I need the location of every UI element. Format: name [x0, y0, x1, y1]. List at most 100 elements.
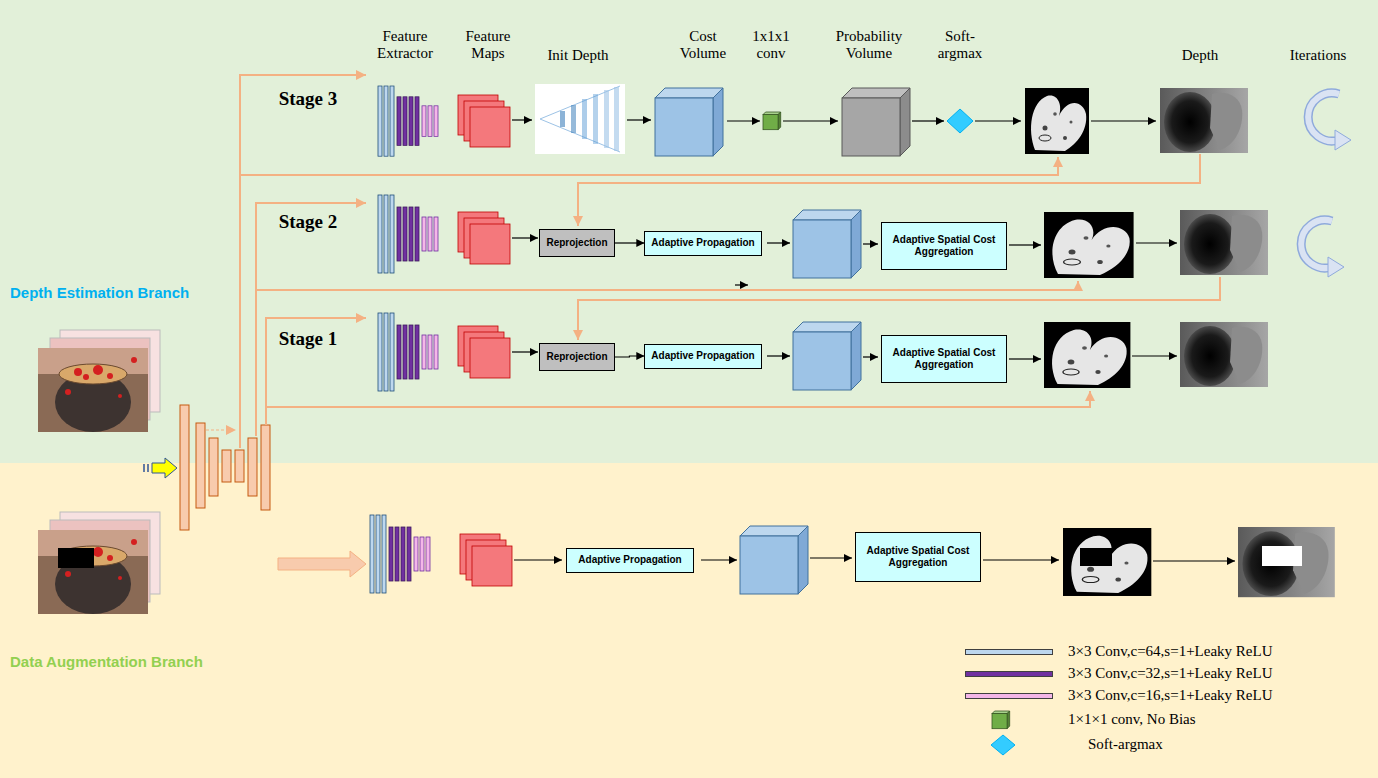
feature-extractor: [378, 195, 438, 273]
column-header: Feature Maps: [466, 28, 511, 61]
confidence-image: [1044, 212, 1134, 278]
input-images: [38, 512, 160, 614]
flow-arrow: [810, 557, 852, 558]
column-header: 1x1x1 conv: [746, 28, 796, 62]
flow-line: [266, 391, 1090, 407]
feature-maps: [460, 534, 512, 586]
column-header: Cost Volume: [680, 28, 726, 61]
flow-connector: [615, 356, 645, 357]
propagation-box: Adaptive Propagation: [644, 231, 761, 256]
stage-label: Stage 1: [263, 328, 353, 350]
flow-line: [256, 281, 1078, 290]
flow-arrow: [701, 559, 737, 560]
column-header: Depth: [1182, 47, 1219, 63]
box-label: Adaptive Propagation: [651, 350, 754, 362]
input-arrow: [152, 458, 177, 478]
stage-label: Stage 3: [279, 88, 338, 109]
flow-arrow: [627, 119, 651, 120]
column-header: Feature Extractor: [365, 28, 445, 62]
column-header: Init Depth: [533, 47, 623, 64]
legend-diamond-sample: [991, 735, 1015, 755]
flow-arrow: [1009, 358, 1041, 359]
stage-label: Stage 2: [263, 211, 353, 233]
branch-title: Depth Estimation Branch: [10, 284, 189, 301]
propagation-box: Adaptive Propagation: [644, 344, 761, 369]
branch-ground: [0, 0, 1378, 463]
decoder-layer: [248, 438, 257, 496]
occlusion-mask: [1262, 546, 1302, 566]
branch-ground: [0, 463, 1378, 778]
legend-text: 1×1×1 conv, No Bias: [1068, 711, 1196, 727]
flow-arrow: [1009, 244, 1041, 245]
feature-maps: [458, 212, 510, 264]
aggregation-box: Adaptive Spatial Cost Aggregation: [855, 532, 981, 582]
column-header: Soft-argmax: [933, 28, 987, 62]
flow-arrow: [767, 355, 790, 356]
flow-arrow: [983, 559, 1059, 560]
occlusion-mask: [1080, 548, 1112, 566]
flow-arrow: [783, 120, 838, 121]
legend-text: Soft-argmax: [1088, 736, 1163, 752]
feature-maps: [458, 326, 510, 378]
flow-line: [240, 75, 366, 448]
column-header: Probability Volume: [827, 28, 911, 62]
encoder-layer: [180, 405, 189, 530]
soft-argmax-diamond: [947, 109, 973, 133]
depth-plane: [593, 94, 598, 144]
input-images: [38, 330, 160, 432]
propagation-box: Adaptive Propagation: [566, 548, 694, 573]
column-header: Cost Volume: [672, 28, 734, 62]
skip-connection: [206, 429, 236, 430]
flow-line: [240, 157, 1058, 175]
legend-entry: 3×3 Conv,c=32,s=1+Leaky ReLU: [1068, 665, 1273, 682]
depth-plane: [571, 105, 576, 133]
encoder-layer: [222, 450, 231, 482]
aggregation-box: Adaptive Spatial Cost Aggregation: [881, 335, 1007, 383]
feature-extractor: [378, 313, 438, 391]
plane-ground: [535, 84, 625, 154]
depth-plane: [582, 99, 587, 139]
flow-arrows: [512, 120, 1235, 561]
column-header: Depth: [1165, 47, 1235, 64]
occlusion-mask: [58, 548, 94, 568]
branch-band: Data Augmentation Branch Adaptive Propaga…: [0, 463, 1378, 778]
box-label: Reprojection: [546, 237, 607, 249]
flow-arrow: [767, 242, 790, 243]
legend-text: 3×3 Conv,c=64,s=1+Leaky ReLU: [1068, 643, 1273, 659]
arrow-stripe: [143, 464, 145, 472]
depth-plane: [560, 111, 565, 127]
reprojection-box: Reprojection: [539, 343, 614, 371]
feature-maps: [458, 95, 510, 147]
encoder-layer: [196, 423, 205, 508]
flow-arrow: [975, 120, 1021, 121]
branch-title: Data Augmentation Branch: [10, 653, 203, 670]
cost-volume: [793, 322, 861, 390]
box-label: Reprojection: [546, 351, 607, 363]
column-header: Probability Volume: [836, 28, 903, 61]
legend-text: 3×3 Conv,c=16,s=1+Leaky ReLU: [1068, 687, 1273, 703]
column-header: Iterations: [1273, 47, 1363, 64]
box-label: Adaptive Spatial Cost Aggregation: [888, 234, 1000, 258]
flow-arrow: [1136, 242, 1177, 243]
iteration-arrow: [1301, 220, 1344, 277]
flow-arrow: [863, 356, 878, 357]
confidence-image: [1044, 322, 1130, 388]
feature-extractor: [370, 515, 430, 593]
legend-text: 3×3 Conv,c=32,s=1+Leaky ReLU: [1068, 665, 1273, 681]
flow-arrow: [912, 120, 944, 121]
box-label: Adaptive Propagation: [578, 554, 681, 566]
box-label: Adaptive Spatial Cost Aggregation: [862, 545, 974, 569]
init-depth-planes: [535, 84, 625, 154]
confidence-image: [1025, 88, 1089, 154]
depth-map: [1160, 88, 1248, 153]
feature-extractor: [378, 86, 438, 156]
box-label: Adaptive Propagation: [651, 237, 754, 249]
column-header: Feature Maps: [457, 28, 519, 62]
legend-entry: 3×3 Conv,c=16,s=1+Leaky ReLU: [1068, 687, 1273, 704]
flow-arrow: [514, 559, 562, 560]
flow-arrow: [512, 237, 538, 238]
